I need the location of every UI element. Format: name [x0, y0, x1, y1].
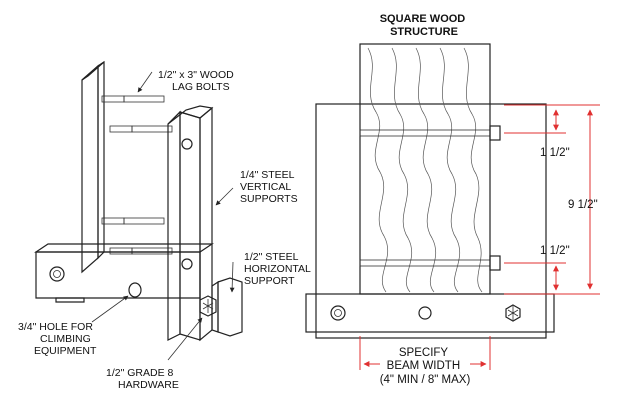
rear-horizontal-bar: [211, 277, 243, 337]
lag-bolt-1: [101, 95, 165, 103]
horizontal-support-bar: [305, 293, 555, 333]
leader-lag-bolts: [137, 71, 153, 93]
leader-hardware: [167, 317, 203, 361]
vertical-support-plate: [315, 103, 547, 339]
through-bolt-lower: [359, 255, 501, 271]
beam-side-elevation: SQUARE WOOD STRUCTURE: [305, 13, 600, 386]
horizontal-support-label: 1/2" STEEL HORIZONTAL SUPPORT: [244, 251, 313, 287]
hardware-label: 1/2" GRADE 8 HARDWARE: [106, 367, 179, 391]
dim-top-label: 1 1/2": [540, 147, 570, 159]
climbing-hole-label: 3/4" HOLE FOR CLIMBING EQUIPMENT: [18, 321, 97, 357]
through-bolt-upper: [359, 125, 501, 141]
horizontal-support-plate: [34, 243, 214, 303]
bar-climbing-hole: [418, 306, 432, 320]
dim-total-label: 9 1/2": [568, 199, 598, 211]
bar-hex-bolt: [505, 304, 521, 322]
dim-bottom-label: 1 1/2": [540, 245, 570, 257]
lag-bolt-3: [101, 217, 165, 225]
lag-bolt-4: [109, 247, 173, 255]
grade8-hex-bolt: [199, 295, 217, 317]
lag-bolts-label: 1/2" x 3" WOOD LAG BOLTS: [158, 69, 237, 93]
beam-width-label: SPECIFY BEAM WIDTH (4" MIN / 8" MAX): [380, 347, 471, 386]
vertical-supports-label: 1/4" STEEL VERTICAL SUPPORTS: [240, 169, 298, 205]
lower-nut: [181, 258, 193, 270]
lag-bolt-2: [109, 125, 173, 133]
bar-nut: [330, 305, 346, 321]
bracket-isometric-view: 1/2" x 3" WOOD LAG BOLTS 1/4" STEEL VERT…: [18, 60, 313, 391]
wood-grain: [367, 47, 483, 293]
leader-horizontal: [229, 261, 235, 293]
back-angle-iron: [81, 60, 105, 274]
dimension-lines: [359, 104, 600, 370]
plate-bolt-left: [49, 266, 65, 282]
climbing-hole: [128, 282, 142, 298]
structure-title: SQUARE WOOD STRUCTURE: [380, 13, 469, 38]
wood-beam: [359, 43, 491, 295]
upper-nut: [181, 138, 193, 150]
leader-vertical: [215, 187, 234, 206]
leader-hole: [91, 295, 129, 323]
